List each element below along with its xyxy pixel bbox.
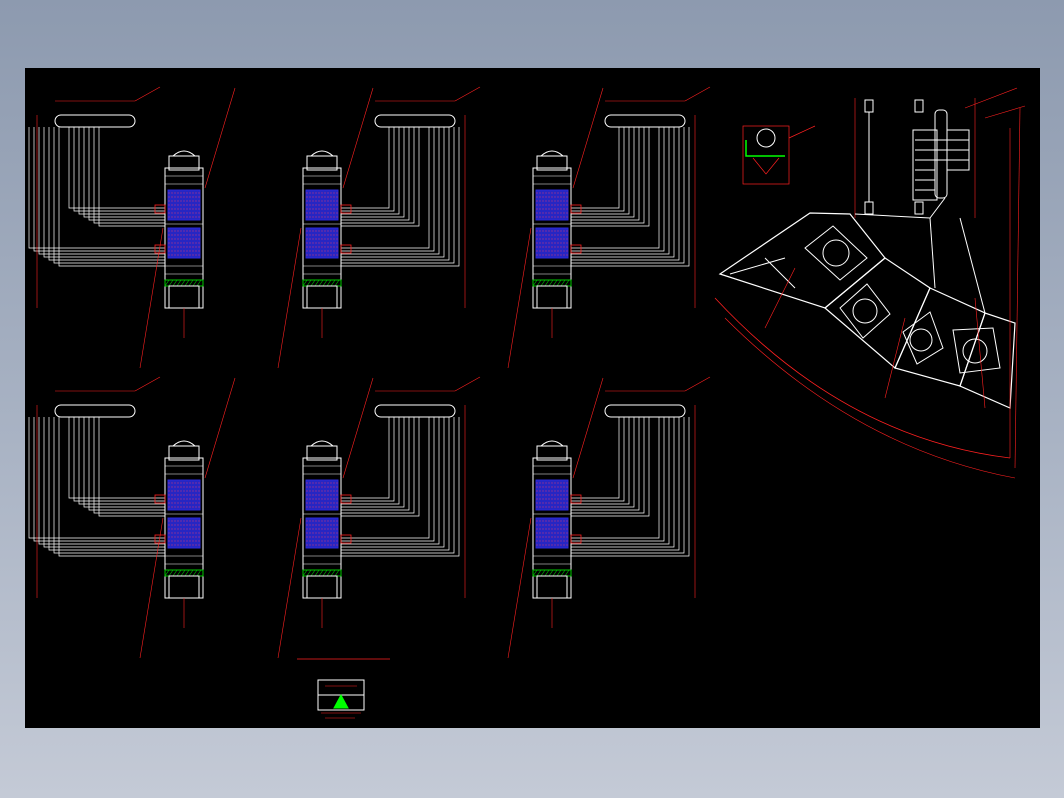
heater-views-group <box>28 86 711 659</box>
heater-elevation-view-2 <box>277 86 481 369</box>
fan-plan-view <box>714 107 1021 479</box>
heater-elevation-view-4 <box>28 376 236 659</box>
cad-drawing-canvas <box>28 86 1026 719</box>
heater-elevation-view-3 <box>507 86 711 369</box>
heater-elevation-view-5 <box>277 376 481 659</box>
nozzle-section-detail <box>742 125 816 185</box>
heater-elevation-view-1 <box>28 86 236 369</box>
drawing-sheet <box>25 68 1040 728</box>
weld-detail <box>297 658 390 719</box>
heater-elevation-view-6 <box>507 376 711 659</box>
header-elevation-detail <box>854 87 1026 218</box>
plan-view-group <box>714 87 1026 479</box>
